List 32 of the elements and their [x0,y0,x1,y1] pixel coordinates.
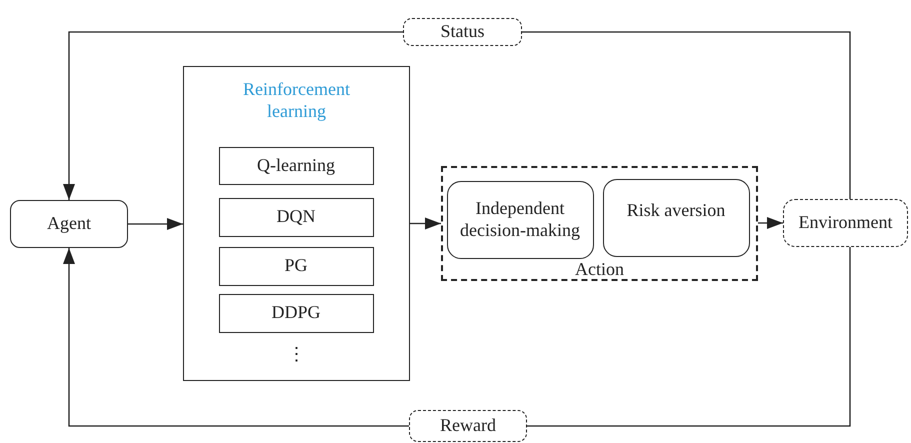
process-box [218,294,374,332]
process-box [218,246,374,286]
arrow [410,218,441,230]
agent-box [10,200,128,248]
box-label: Q-learning [257,154,335,176]
environment-box [783,199,908,247]
box-label: Independent decision-making [459,198,581,242]
box-label: DDPG [271,302,320,324]
rounded-box [602,178,750,256]
rounded-box [446,180,594,258]
arrow [63,31,403,200]
box-label: Risk aversion [626,200,726,222]
box-label: Reward [440,415,496,437]
ellipsis: ⋮ [286,344,306,366]
arrow [63,248,409,427]
arrow [758,217,783,229]
process-box [218,146,374,184]
connector-line [527,247,851,427]
status-box [403,18,522,46]
group-box [441,166,758,281]
group-panel [183,66,410,381]
process-box [218,198,374,236]
arrow [128,218,183,230]
connector-line [522,31,851,199]
box-label: PG [284,255,308,277]
panel-heading: Reinforcement learning [242,79,351,122]
box-label: Status [440,21,484,43]
reward-box [409,410,527,442]
box-label: DQN [276,206,316,228]
group-label: Action [574,259,625,281]
box-label: Environment [798,212,892,234]
box-label: Agent [47,213,91,235]
